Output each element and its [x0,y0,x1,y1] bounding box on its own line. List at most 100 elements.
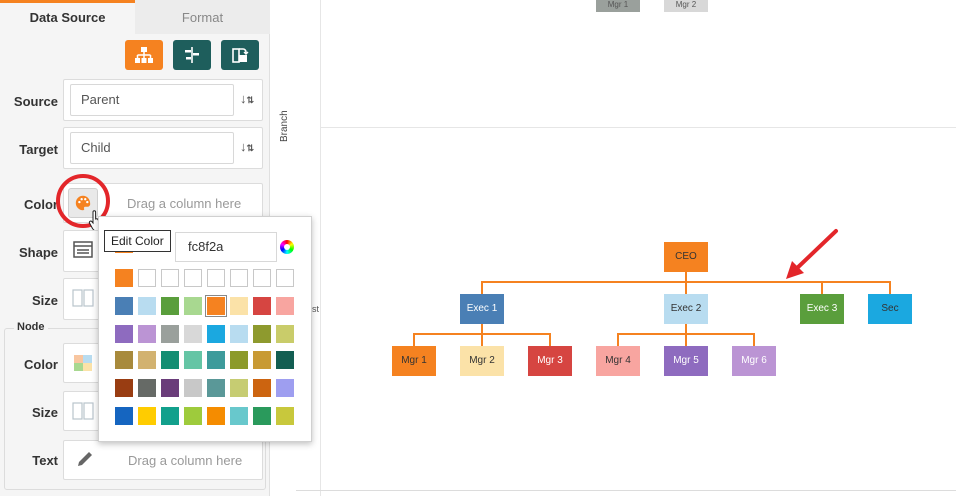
color-swatch[interactable] [207,407,225,425]
hierarchy-icon [135,47,153,63]
node-group-legend: Node [14,321,48,333]
color-swatch[interactable] [207,351,225,369]
color-grid-icon [74,355,92,371]
tab-format[interactable]: Format [135,0,270,34]
hex-color-input[interactable]: fc8f2a [175,232,277,262]
color-swatch[interactable] [115,379,133,397]
color-swatch[interactable] [253,379,271,397]
org-node-exec2[interactable]: Exec 2 [664,294,708,324]
color-swatch[interactable] [276,297,294,315]
org-node-sec[interactable]: Sec [868,294,912,324]
connector-line [549,333,551,346]
color-swatch[interactable] [253,269,271,287]
source-field[interactable]: Parent [70,84,234,116]
color-swatch[interactable] [161,407,179,425]
tab-data-source[interactable]: Data Source [0,0,135,34]
color-swatch[interactable] [184,351,202,369]
org-node-exec3[interactable]: Exec 3 [800,294,844,324]
color-swatch[interactable] [276,269,294,287]
clipped-node-top-1[interactable]: Mgr 1 [596,0,640,12]
align-icon [185,47,199,63]
color-swatch[interactable] [161,269,179,287]
color-swatch[interactable] [276,325,294,343]
color-swatch[interactable] [184,407,202,425]
color-swatch[interactable] [184,325,202,343]
size-well[interactable] [63,278,103,320]
color-swatch[interactable] [138,407,156,425]
color-swatch[interactable] [161,351,179,369]
org-node-mgr1[interactable]: Mgr 1 [392,346,436,376]
org-node-mgr2[interactable]: Mgr 2 [460,346,504,376]
connector-line [889,281,891,294]
target-field[interactable]: Child [70,132,234,164]
org-node-mgr4[interactable]: Mgr 4 [596,346,640,376]
org-node-ceo[interactable]: CEO [664,242,708,272]
color-swatch[interactable] [138,269,156,287]
color-swatch[interactable] [138,351,156,369]
color-swatch[interactable] [276,351,294,369]
org-node-exec1[interactable]: Exec 1 [460,294,504,324]
color-swatch[interactable] [184,297,202,315]
color-swatch[interactable] [230,379,248,397]
color-swatch[interactable] [230,351,248,369]
color-swatch[interactable] [115,325,133,343]
color-swatch[interactable] [253,325,271,343]
color-swatch[interactable] [184,269,202,287]
color-swatch[interactable] [138,325,156,343]
color-swatch[interactable] [184,379,202,397]
hierarchy-layout-button[interactable] [125,40,163,70]
org-node-mgr3[interactable]: Mgr 3 [528,346,572,376]
connector-line [685,281,687,294]
color-swatch[interactable] [161,379,179,397]
color-picker-popup: fc8f2a [98,216,312,442]
org-node-mgr5[interactable]: Mgr 5 [664,346,708,376]
branch-divider [320,127,956,128]
node-size-label: Size [31,405,58,420]
color-swatch[interactable] [115,407,133,425]
highlight-circle [56,174,110,228]
pencil-icon [78,452,92,466]
color-swatch[interactable] [138,379,156,397]
size-icon [72,289,94,307]
color-swatch[interactable] [161,297,179,315]
color-swatch[interactable] [230,297,248,315]
connector-line [685,333,687,346]
red-arrow-annotation [786,229,838,279]
color-swatch[interactable] [207,379,225,397]
node-size-well[interactable] [63,391,103,431]
color-swatch[interactable] [230,269,248,287]
connector-line [481,333,483,346]
color-swatch[interactable] [115,297,133,315]
color-swatch[interactable] [138,297,156,315]
sort-icon[interactable]: ↓⇅ [240,91,255,106]
shape-label: Shape [18,245,58,260]
branch-axis-label: Branch [279,110,290,142]
clipped-axis-label: st [312,304,320,314]
sort-icon[interactable]: ↓⇅ [240,139,255,154]
color-swatch[interactable] [161,325,179,343]
color-swatch[interactable] [115,269,133,287]
color-swatch[interactable] [253,351,271,369]
connector-line [685,272,687,282]
shape-icon [73,241,93,258]
color-swatch[interactable] [253,297,271,315]
clipped-node-top-2[interactable]: Mgr 2 [664,0,708,12]
color-swatch[interactable] [207,325,225,343]
color-swatch[interactable] [253,407,271,425]
align-layout-button[interactable] [173,40,211,70]
target-label: Target [19,142,58,157]
size-icon [72,402,94,420]
color-swatch[interactable] [230,407,248,425]
color-label: Color [24,197,58,212]
org-node-mgr6[interactable]: Mgr 6 [732,346,776,376]
color-swatch[interactable] [230,325,248,343]
color-swatch[interactable] [115,351,133,369]
rotate-layout-icon [232,48,249,63]
rotate-layout-button[interactable] [221,40,259,70]
color-swatch[interactable] [205,295,227,317]
color-wheel-icon[interactable] [280,240,294,254]
color-swatch[interactable] [207,269,225,287]
color-swatch[interactable] [276,407,294,425]
color-swatch[interactable] [276,379,294,397]
